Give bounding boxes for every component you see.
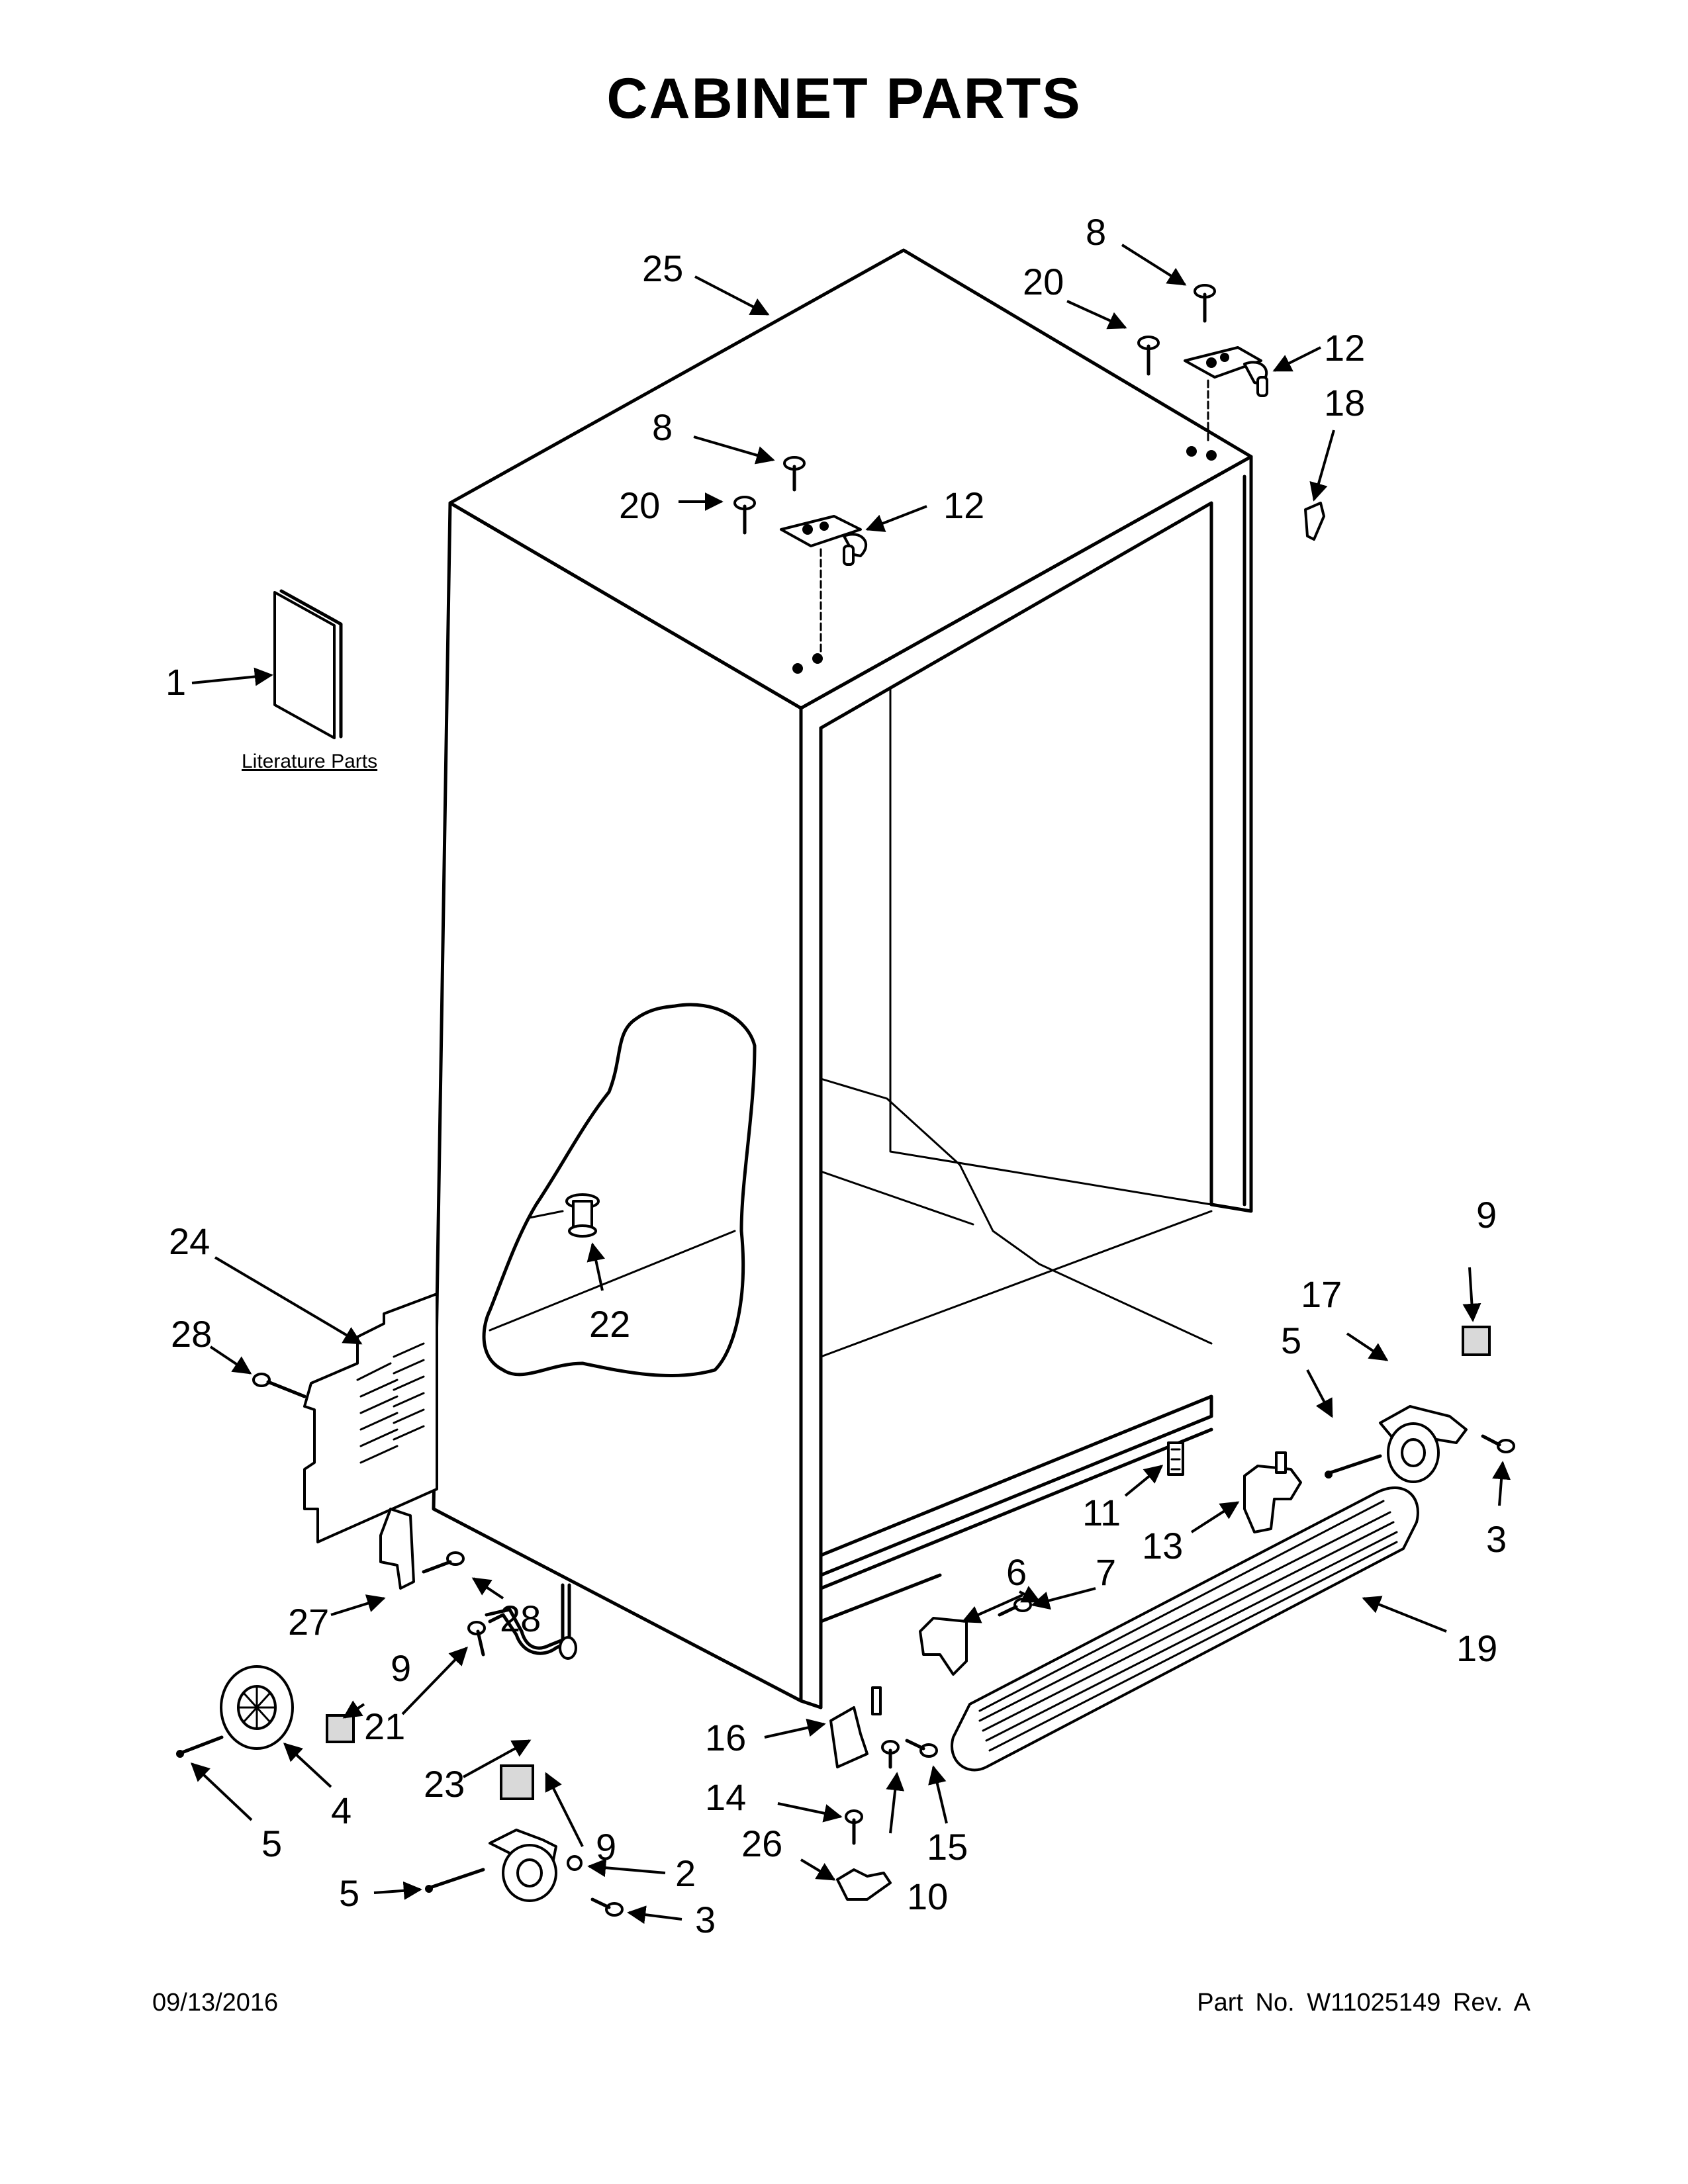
screw-part-28-left [252, 1373, 306, 1398]
water-tube-part-23 [485, 1583, 577, 1660]
screw-part-21 [467, 1621, 486, 1657]
callout-12-center: 12 [943, 484, 984, 526]
page-title: CABINET PARTS [606, 67, 1082, 130]
callout-20-right: 20 [1023, 261, 1064, 302]
cabinet-shell [432, 248, 1253, 1709]
callout-26: 26 [741, 1823, 782, 1864]
axle-pin-part-5-bottom [425, 1868, 485, 1893]
callout-9-center: 9 [596, 1826, 616, 1868]
callout-25: 25 [642, 248, 683, 289]
callout-24: 24 [169, 1220, 210, 1262]
callout-27: 27 [288, 1601, 329, 1643]
callout-18: 18 [1324, 382, 1365, 424]
leader-arrows [190, 244, 1511, 1925]
axle-pin-part-5-right [1325, 1454, 1382, 1479]
callout-9-right: 9 [1476, 1194, 1497, 1236]
footer-date: 09/13/2016 [152, 1989, 279, 2017]
callout-20-center: 20 [619, 484, 660, 526]
screw-part-7 [998, 1598, 1032, 1617]
screw-part-28-bottom [422, 1551, 465, 1574]
pad-part-9-center [500, 1764, 534, 1800]
callout-19: 19 [1456, 1627, 1497, 1669]
callout-22: 22 [589, 1303, 630, 1345]
literature-parts-label: Literature Parts [242, 751, 377, 772]
callout-5-left: 5 [261, 1823, 282, 1864]
screw-part-10 [881, 1740, 900, 1769]
footer-part-number: Part No. W11025149 Rev. A [1197, 1989, 1530, 2017]
callout-2: 2 [675, 1852, 696, 1894]
callout-15: 15 [927, 1826, 968, 1868]
caster-wheel-part-4 [220, 1665, 294, 1750]
drain-plug-part-22 [565, 1193, 600, 1238]
clip-part-18 [1304, 502, 1325, 541]
callout-17: 17 [1301, 1273, 1342, 1315]
callout-5-right: 5 [1281, 1320, 1301, 1361]
callout-23: 23 [424, 1763, 465, 1805]
roller-assembly-part-17 [1379, 1405, 1468, 1483]
axle-pin-part-5-left [176, 1735, 224, 1758]
shim-part-26 [836, 1868, 892, 1901]
callout-9-left: 9 [391, 1647, 411, 1689]
callout-labels: 25 8 20 12 18 8 20 12 1 Literature Parts… [165, 211, 1507, 1940]
callout-28-left: 28 [171, 1313, 212, 1355]
callout-21: 21 [364, 1706, 405, 1747]
toe-grille-part-19 [951, 1486, 1419, 1772]
pad-part-9-left [326, 1714, 355, 1743]
literature-booklet-part-1 [273, 589, 343, 739]
callout-14: 14 [705, 1776, 746, 1818]
callout-8-center: 8 [652, 406, 673, 448]
callout-12-right: 12 [1324, 327, 1365, 369]
callout-5-bottom: 5 [339, 1872, 359, 1914]
bracket-part-11 [1167, 1441, 1184, 1476]
screw-part-15 [905, 1739, 938, 1758]
callout-3-bottom: 3 [695, 1899, 716, 1940]
screw-part-20-right [1137, 336, 1160, 376]
top-hinge-center-part-12 [780, 515, 868, 674]
screw-part-3-right [1481, 1434, 1515, 1453]
hinge-bracket-part-16 [829, 1686, 882, 1768]
top-hinge-right-part-12 [1184, 346, 1268, 461]
callout-16: 16 [705, 1717, 746, 1758]
screw-part-8-center [783, 456, 806, 492]
condenser-part-24 [303, 1293, 438, 1543]
screw-part-20-center [733, 496, 756, 535]
callout-10: 10 [907, 1876, 948, 1917]
bracket-part-27 [379, 1508, 415, 1590]
callout-11: 11 [1082, 1492, 1121, 1533]
bracket-part-6 [919, 1617, 968, 1676]
roller-assembly-part-2 [489, 1829, 583, 1902]
pad-part-9-right [1462, 1326, 1491, 1356]
callout-6: 6 [1006, 1551, 1027, 1593]
callout-1: 1 [165, 661, 186, 703]
screw-part-3-bottom [590, 1897, 624, 1917]
callout-13: 13 [1142, 1525, 1183, 1567]
callout-28-bottom: 28 [500, 1598, 541, 1639]
callout-3-right: 3 [1486, 1518, 1507, 1560]
callout-4: 4 [331, 1790, 352, 1831]
bracket-part-13 [1243, 1451, 1302, 1533]
screw-part-14 [845, 1809, 863, 1845]
callout-7: 7 [1096, 1551, 1116, 1593]
callout-8-right: 8 [1086, 211, 1106, 253]
screw-part-8-right [1194, 284, 1216, 323]
